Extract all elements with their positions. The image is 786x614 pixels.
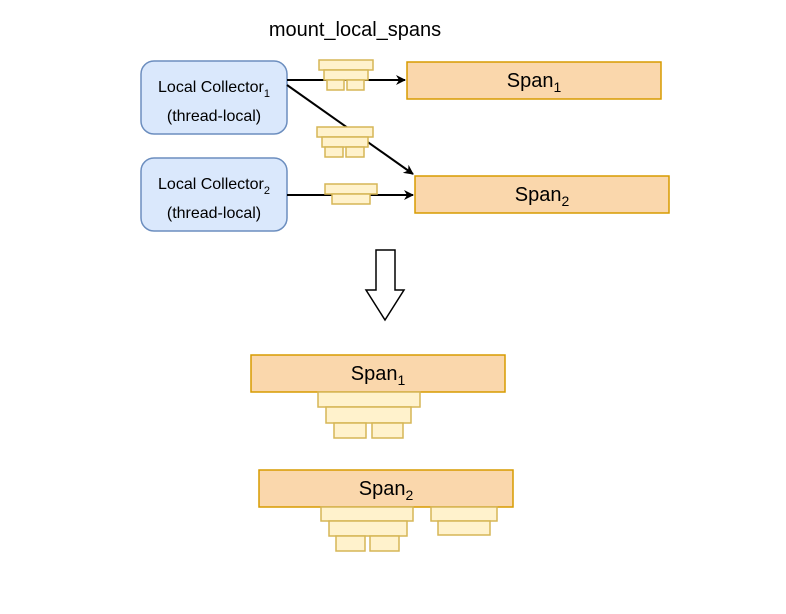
span-1-child-leaf-2 (371, 422, 404, 439)
span-2-result: Span2 (258, 469, 514, 508)
collector-1-box (140, 60, 288, 135)
span-1-top-label: Span1 (507, 70, 562, 95)
span-1-result: Span1 (250, 354, 506, 393)
span-2-child-a-leaf-1 (335, 535, 366, 552)
local-span-a-child (323, 69, 369, 81)
local-collector-2: Local Collector2 (thread-local) (140, 157, 288, 232)
span-1-top: Span1 (406, 61, 662, 100)
local-collector-1: Local Collector1 (thread-local) (140, 60, 288, 135)
span-1-child-root (317, 391, 421, 408)
span-2-child-b-root (430, 506, 498, 522)
span-2-top-box (414, 175, 670, 214)
span-2-child-a-leaf-2 (369, 535, 400, 552)
local-span-b-child (321, 136, 369, 148)
collector-1-sublabel: (thread-local) (167, 108, 261, 125)
collector-2-subscript: 2 (264, 185, 270, 197)
diagram-title: mount_local_spans (269, 19, 441, 41)
span-2-child-a-root (320, 506, 414, 522)
local-span-a-leaf-1 (326, 79, 345, 91)
collector-1-subscript: 1 (264, 88, 270, 100)
collector-2-label: Local Collector2 (158, 176, 270, 197)
local-span-tree-a (318, 59, 374, 91)
span-1-result-box (250, 354, 506, 393)
local-span-c-root (324, 183, 378, 195)
local-span-a-root (318, 59, 374, 71)
transform-down-arrow (364, 249, 406, 322)
local-span-a-leaf-2 (346, 79, 365, 91)
local-span-b-leaf-1 (324, 146, 344, 158)
span-2-top: Span2 (414, 175, 670, 214)
local-span-c-child (331, 193, 371, 205)
span-1-result-label: Span1 (351, 363, 406, 388)
local-span-tree-c (324, 183, 378, 205)
span-1-result-children (317, 391, 421, 439)
local-span-b-root (316, 126, 374, 138)
span-1-child-leaf-1 (333, 422, 367, 439)
span-1-result-subscript: 1 (397, 372, 405, 388)
span-2-child-b-child (437, 520, 491, 536)
collector-2-sublabel: (thread-local) (167, 205, 261, 222)
local-span-b-leaf-2 (345, 146, 365, 158)
span-2-top-subscript: 2 (561, 193, 569, 209)
collector-1-label: Local Collector1 (158, 79, 270, 100)
span-2-top-label: Span2 (515, 184, 570, 209)
span-2-child-a-mid (328, 520, 408, 537)
span-2-result-children (320, 506, 498, 552)
span-2-result-subscript: 2 (405, 487, 413, 503)
span-2-result-label: Span2 (359, 478, 414, 503)
span-1-child-mid (325, 406, 412, 424)
span-1-top-box (406, 61, 662, 100)
local-span-tree-b (316, 126, 374, 158)
span-1-top-subscript: 1 (553, 79, 561, 95)
